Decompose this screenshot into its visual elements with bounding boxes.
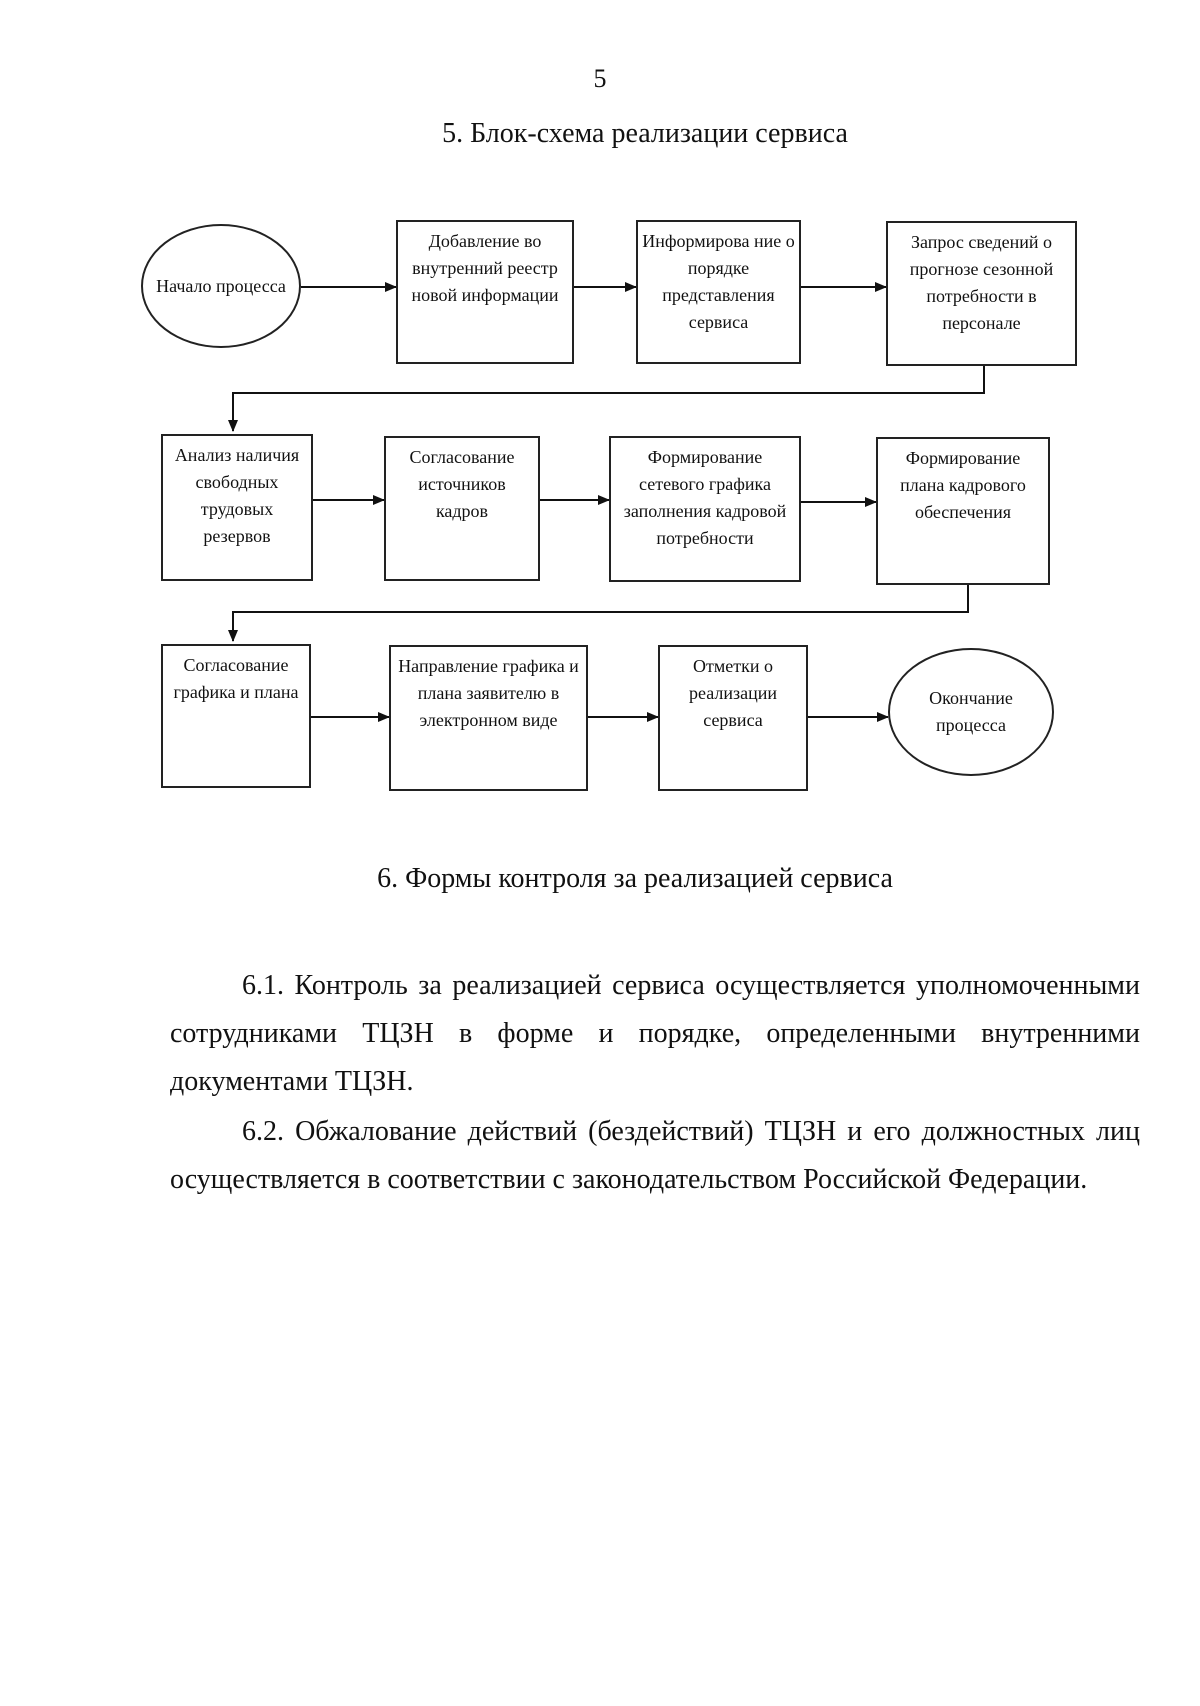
node-network-schedule: Формирование сетевого графика заполнения… (609, 436, 801, 582)
flowchart-connectors (228, 282, 985, 722)
node-end: Окончание процесса (888, 648, 1054, 776)
node-send: Направление графика и плана заявителю в … (389, 645, 588, 791)
section-5-title: 5. Блок-схема реализации сервиса (442, 118, 848, 149)
paragraph-6-2: 6.2. Обжалование действий (бездействий) … (170, 1116, 1140, 1195)
node-agree-plan: Согласование графика и плана (161, 644, 311, 788)
node-analysis: Анализ наличия свободных трудовых резерв… (161, 434, 313, 581)
arrow-plan-to-agree-plan (228, 585, 969, 642)
node-request: Запрос сведений о прогнозе сезонной потр… (886, 221, 1077, 366)
node-add-info: Добавление во внутренний реестр новой ин… (396, 220, 574, 364)
page-number: 5 (593, 64, 607, 93)
node-marks: Отметки о реализации сервиса (658, 645, 808, 791)
node-agree-sources: Согласование источников кадров (384, 436, 540, 581)
node-start: Начало процесса (141, 224, 301, 348)
paragraph-6-1: 6.1. Контроль за реализацией сервиса осу… (170, 970, 1140, 1097)
section-6-title: 6. Формы контроля за реализацией сервиса (377, 863, 893, 894)
node-inform: Информирова ние о порядке представления … (636, 220, 801, 364)
flowchart: Начало процесса Добавление во внутренний… (0, 0, 1200, 820)
node-staff-plan: Формирование плана кадрового обеспечения (876, 437, 1050, 585)
arrow-request-to-analysis (228, 365, 985, 432)
